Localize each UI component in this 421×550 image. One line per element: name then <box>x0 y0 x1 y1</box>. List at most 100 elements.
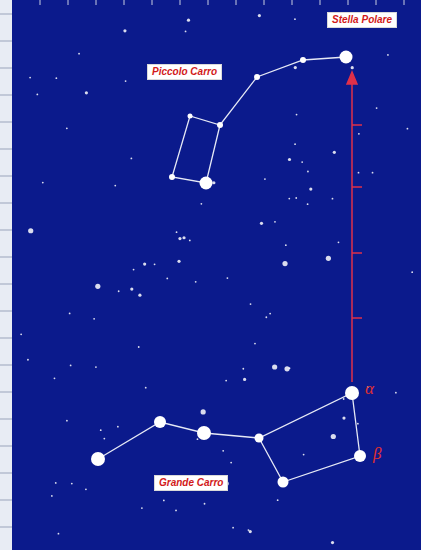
background-star <box>222 450 224 452</box>
star <box>255 434 264 443</box>
background-star <box>260 222 263 225</box>
background-star <box>212 181 215 184</box>
notebook-line <box>0 473 12 474</box>
notebook-strip <box>0 0 12 550</box>
background-star <box>230 462 232 464</box>
background-star <box>197 438 199 440</box>
constellation-stars <box>91 51 366 488</box>
background-star <box>301 161 303 163</box>
background-star <box>307 171 309 173</box>
background-star <box>71 483 73 485</box>
background-star <box>357 423 359 425</box>
background-star <box>269 313 271 315</box>
star <box>169 174 175 180</box>
background-star <box>296 114 298 116</box>
background-star <box>331 434 336 439</box>
pointer-head <box>347 72 357 84</box>
pointer-tick <box>352 252 362 254</box>
background-star <box>175 510 177 512</box>
background-star <box>93 318 95 320</box>
background-star <box>141 507 143 509</box>
background-star <box>250 303 252 305</box>
background-star <box>411 271 413 273</box>
background-star <box>376 107 378 109</box>
ruler-tick <box>180 0 181 5</box>
background-star <box>284 366 289 371</box>
background-star <box>66 420 68 422</box>
background-star <box>264 178 266 180</box>
background-star <box>154 263 156 265</box>
background-star <box>130 157 132 159</box>
background-star <box>195 281 197 283</box>
notebook-line <box>0 311 12 312</box>
background-star <box>294 18 296 20</box>
pointer-tick <box>352 124 362 126</box>
background-stars <box>20 14 413 544</box>
background-star <box>20 333 22 335</box>
background-star <box>232 527 234 529</box>
background-star <box>138 346 140 348</box>
background-star <box>117 426 119 428</box>
background-star <box>288 158 291 161</box>
background-star <box>178 237 181 240</box>
background-star <box>387 54 389 56</box>
label-box: Grande Carro <box>154 475 228 491</box>
pointer-tick <box>352 186 362 188</box>
alpha-star <box>345 386 359 400</box>
ruler-tick <box>68 0 69 5</box>
notebook-line <box>0 365 12 366</box>
notebook-line <box>0 284 12 285</box>
background-star <box>176 231 178 233</box>
background-star <box>285 244 287 246</box>
background-star <box>185 30 187 32</box>
background-star <box>201 409 206 414</box>
constellation-name: Piccolo Carro <box>152 66 217 78</box>
background-star <box>36 94 38 96</box>
ruler-tick <box>264 0 265 5</box>
background-star <box>333 151 336 154</box>
background-star <box>182 236 185 239</box>
background-star <box>100 429 102 431</box>
background-star <box>27 359 29 361</box>
background-star <box>343 398 345 400</box>
background-star <box>200 203 202 205</box>
label-box: Stella Polare <box>327 12 397 28</box>
star-letter: α <box>365 380 374 398</box>
background-star <box>307 203 309 205</box>
ruler-tick <box>124 0 125 5</box>
background-star <box>51 495 53 497</box>
background-star <box>265 316 267 318</box>
ruler-tick <box>320 0 321 5</box>
background-star <box>303 454 305 456</box>
background-star <box>274 221 276 223</box>
label-box: Piccolo Carro <box>147 64 222 80</box>
polaris-star <box>340 51 353 64</box>
background-star <box>163 500 165 502</box>
background-star <box>85 488 87 490</box>
star <box>254 74 260 80</box>
background-star <box>272 364 277 369</box>
notebook-line <box>0 41 12 42</box>
background-star <box>277 499 279 501</box>
background-star <box>294 143 296 145</box>
background-star <box>70 365 72 367</box>
background-star <box>226 277 228 279</box>
background-star <box>407 128 409 130</box>
star <box>154 416 166 428</box>
background-star <box>358 172 360 174</box>
notebook-line <box>0 95 12 96</box>
ruler-tick <box>40 0 41 5</box>
notebook-line <box>0 122 12 123</box>
background-star <box>125 80 127 82</box>
background-star <box>187 19 190 22</box>
pointer-arrow <box>347 72 362 382</box>
notebook-line <box>0 338 12 339</box>
background-star <box>342 416 345 419</box>
background-star <box>114 185 116 187</box>
background-star <box>289 367 291 369</box>
star <box>217 122 223 128</box>
background-star <box>294 66 297 69</box>
